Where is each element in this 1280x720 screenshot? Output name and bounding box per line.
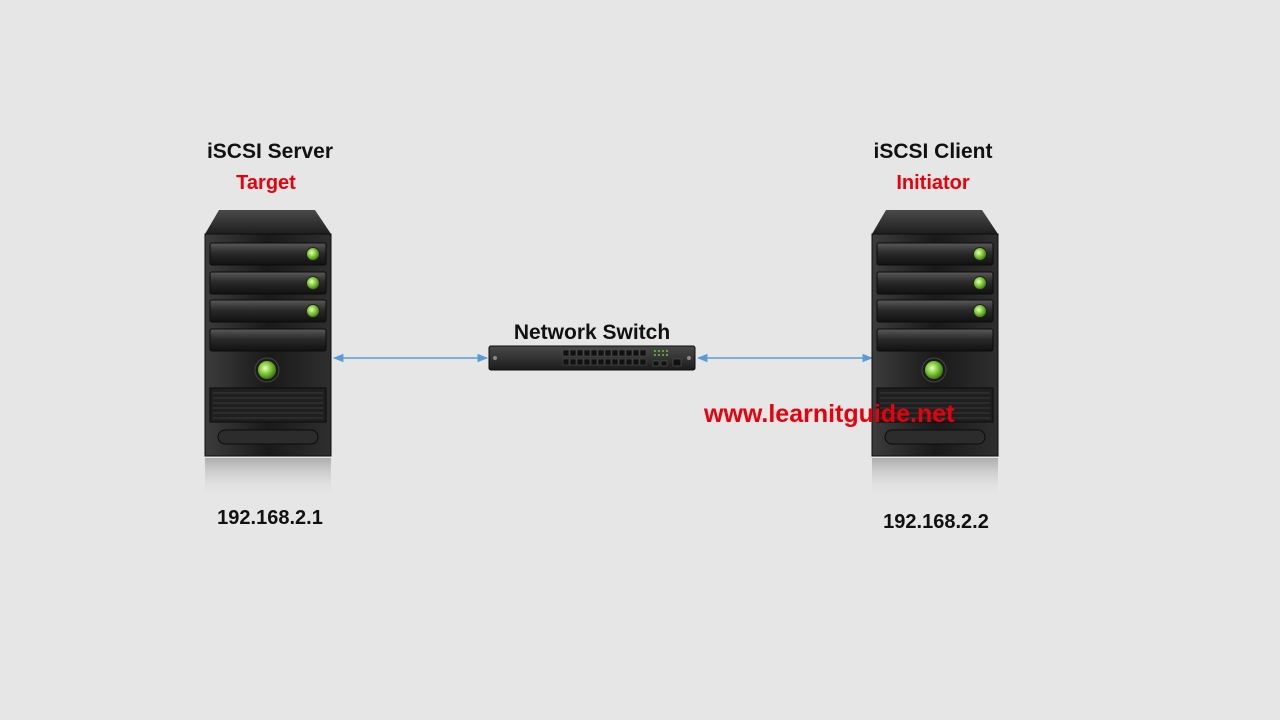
switch-title: Network Switch: [513, 321, 671, 344]
server-tower-icon: [204, 209, 332, 499]
server-ip: 192.168.2.1: [217, 507, 323, 529]
watermark-text: www.learnitguide.net: [704, 400, 955, 428]
client-role: Initiator: [896, 172, 970, 194]
client-title: iSCSI Client: [873, 140, 993, 163]
client-tower-icon: [871, 209, 999, 499]
server-title: iSCSI Server: [206, 140, 334, 163]
server-role: Target: [236, 172, 296, 194]
client-ip: 192.168.2.2: [883, 511, 989, 533]
network-switch-icon: [488, 345, 696, 371]
